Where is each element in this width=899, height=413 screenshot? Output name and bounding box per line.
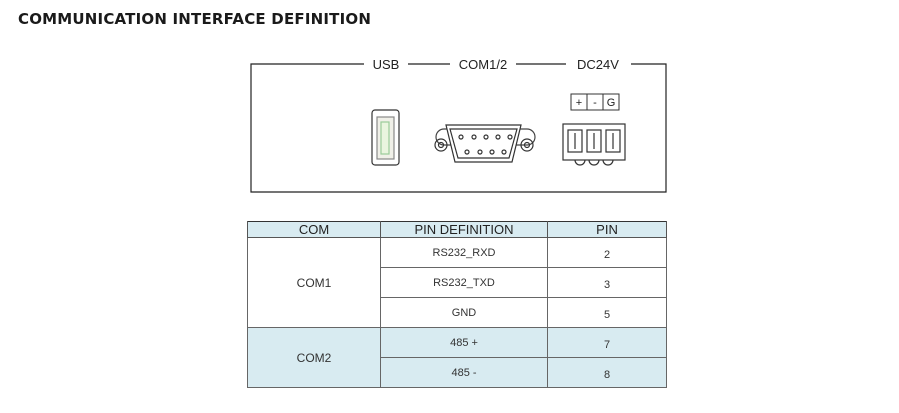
pin-definition-cell: GND [380, 297, 548, 328]
pin-number-cell: 5 [547, 297, 667, 328]
pin-number-cell: 8 [547, 357, 667, 388]
pin-definition-cell: RS232_TXD [380, 267, 548, 298]
table-row: COM1 RS232_RXD 2 [247, 237, 667, 328]
pin-number-cell: 3 [547, 267, 667, 298]
pin-definition-cell: 485 - [380, 357, 548, 388]
usb-port-icon [371, 109, 400, 166]
pin-definition-cell: RS232_RXD [380, 237, 548, 268]
terminal-plus-label: + [576, 97, 582, 109]
pin-number-cell: 2 [547, 237, 667, 268]
table-row: 485 - 8 [248, 357, 667, 388]
table-row: GND 5 [248, 297, 667, 328]
power-terminal-icon [562, 123, 626, 166]
com-cell: COM2 [247, 327, 381, 388]
pin-definition-table: COM PIN DEFINITION PIN COM1 RS232_RXD 2 … [247, 221, 667, 388]
table-row: COM2 485 + 7 [247, 327, 667, 388]
com-label: COM1/2 [459, 57, 507, 72]
usb-label: USB [373, 57, 400, 72]
db9-connector-icon [434, 124, 536, 163]
pin-number-cell: 7 [547, 327, 667, 358]
header-com: COM [247, 221, 381, 238]
interface-panel-diagram: USB COM1/2 DC24V + - G [250, 57, 667, 193]
page-title: COMMUNICATION INTERFACE DEFINITION [18, 10, 372, 28]
terminal-minus-label: - [593, 97, 597, 109]
header-pin-definition: PIN DEFINITION [380, 221, 548, 238]
power-label: DC24V [577, 57, 619, 72]
header-pin: PIN [547, 221, 667, 238]
terminal-ground-label: G [607, 97, 616, 109]
pin-definition-cell: 485 + [380, 327, 548, 358]
terminal-label-box [570, 93, 620, 111]
com-cell: COM1 [247, 237, 381, 328]
table-header-row: COM PIN DEFINITION PIN [247, 221, 667, 238]
